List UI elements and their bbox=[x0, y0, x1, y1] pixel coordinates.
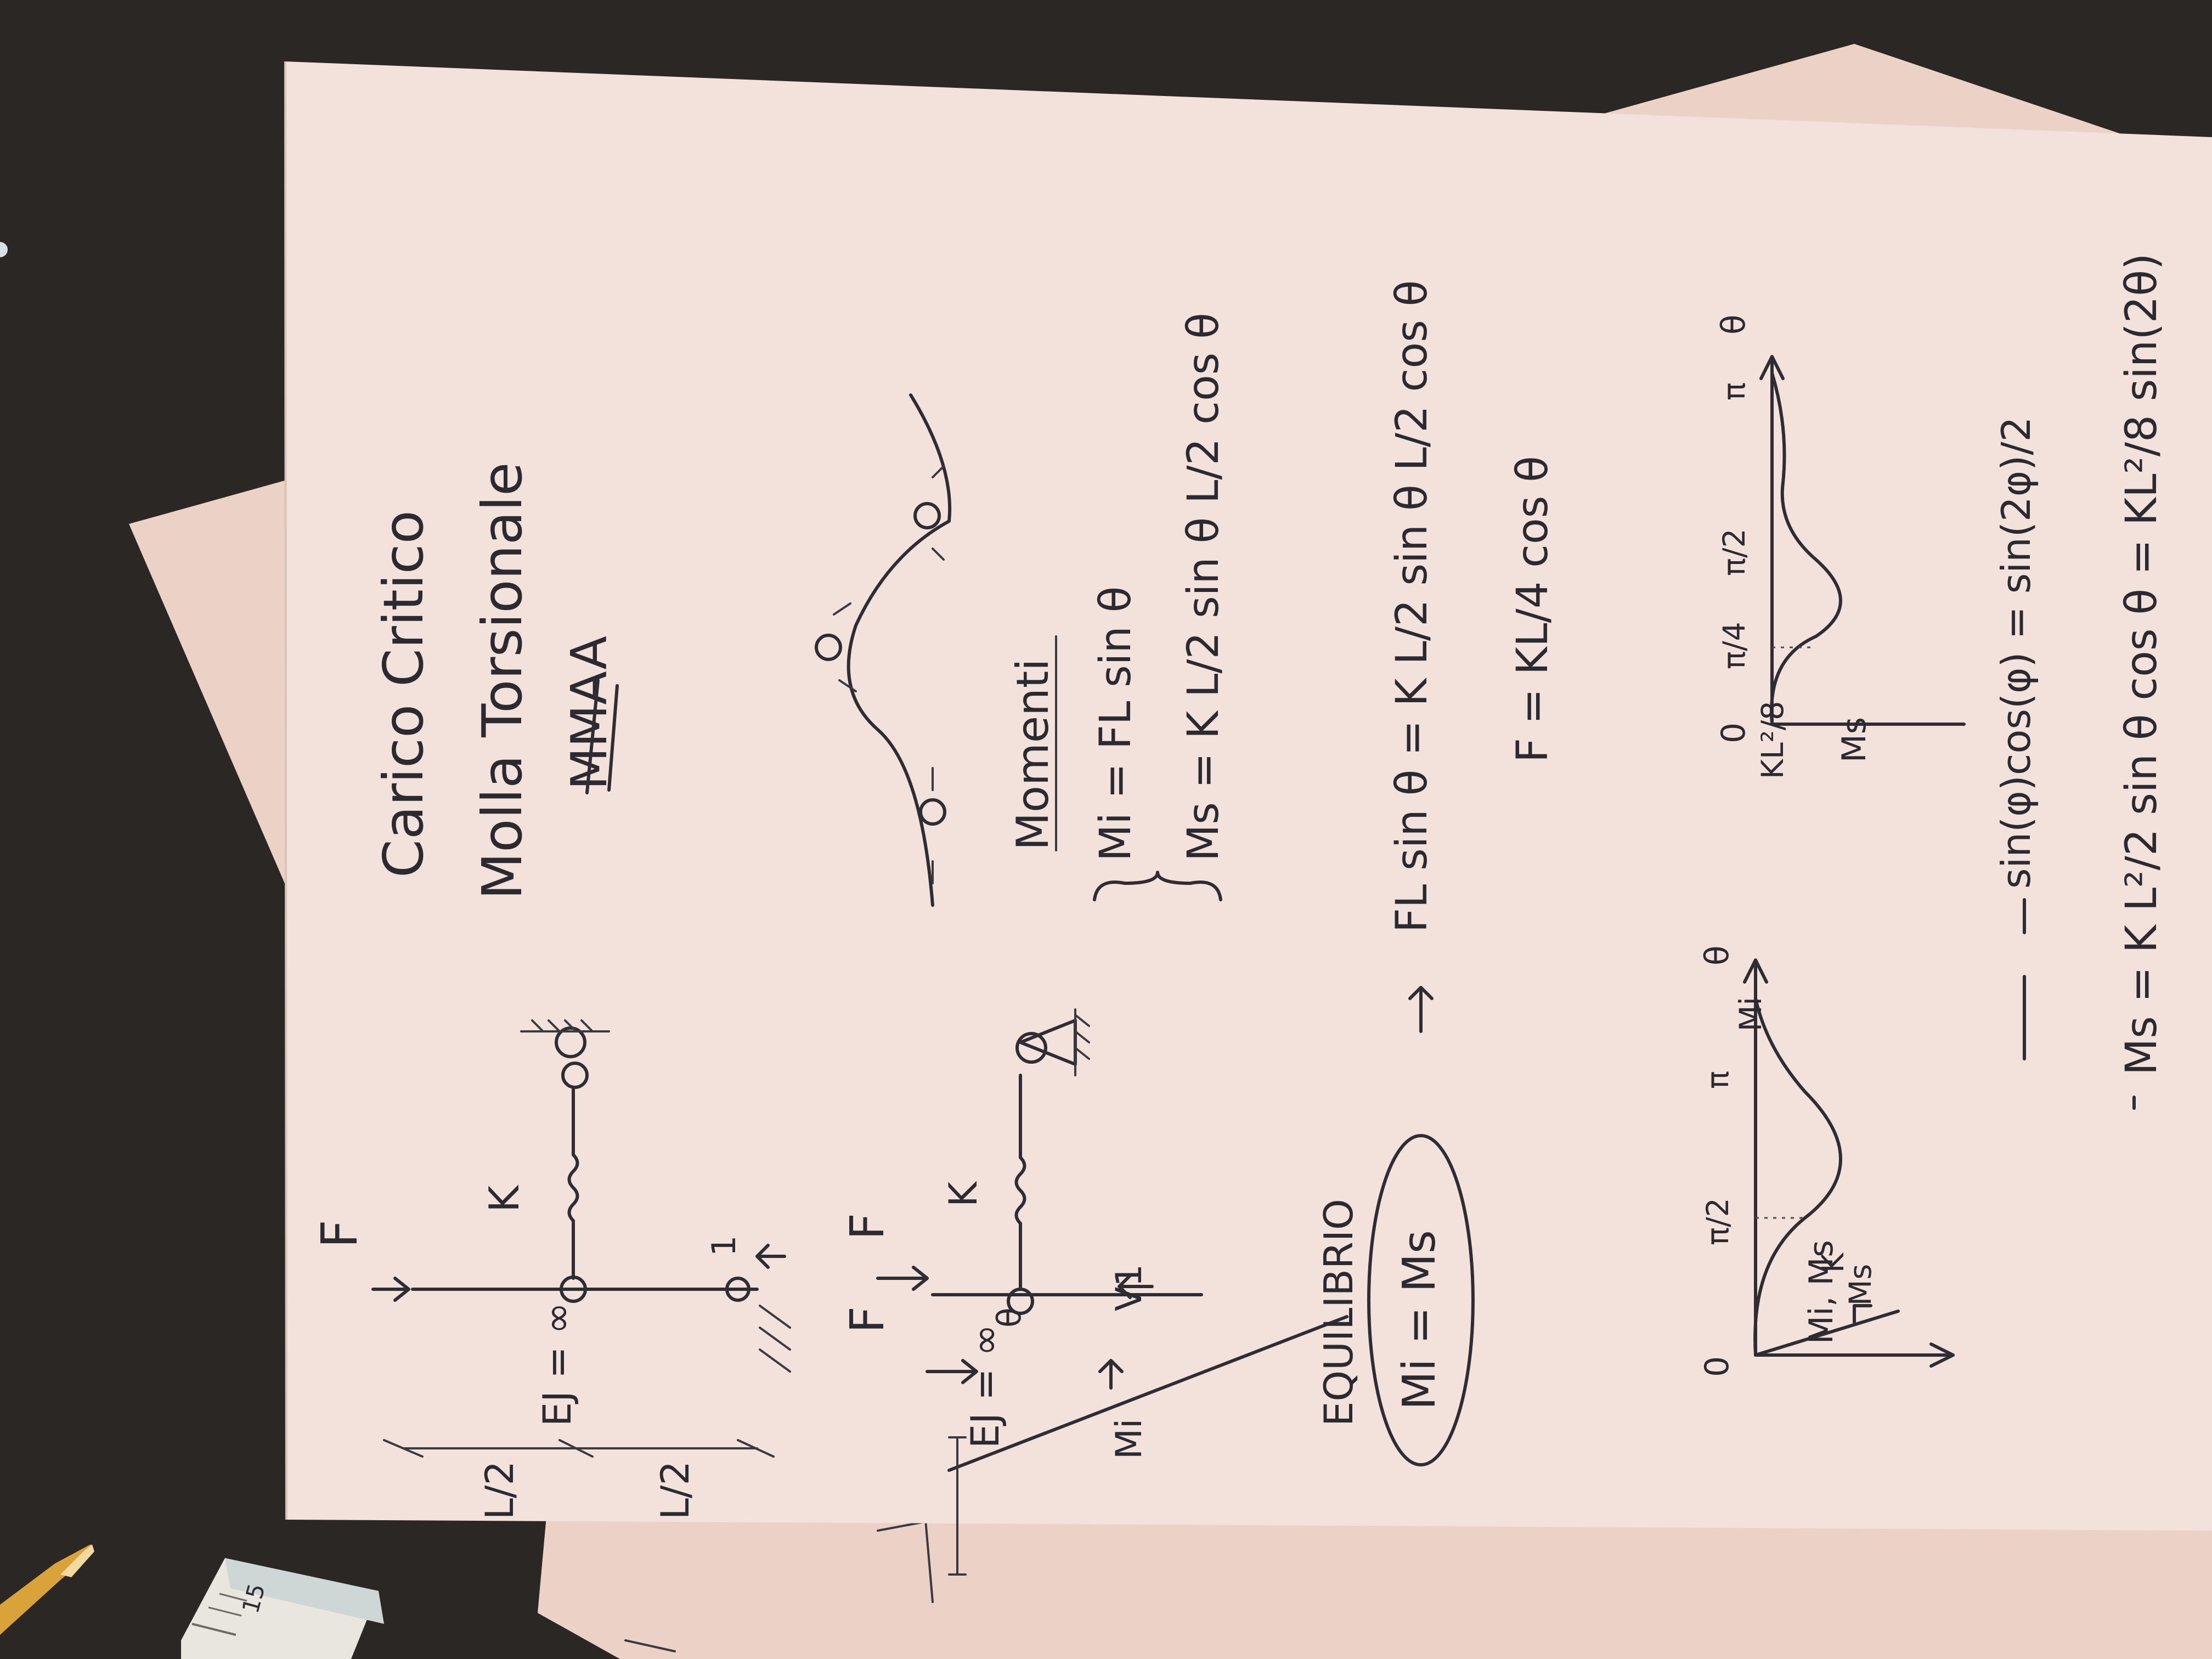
equilibrium-equation: FL sin θ = K L/2 sin θ L/2 cos θ bbox=[1387, 280, 1437, 933]
implies-arrow bbox=[1408, 986, 1434, 1033]
plot-right-x-arrow bbox=[1759, 355, 1785, 380]
paper-sheet-main bbox=[285, 61, 2212, 1531]
plot-left-x-arrow bbox=[1743, 958, 1768, 984]
note-subtitle: Molla Torsionale bbox=[470, 462, 534, 900]
ball-arrows bbox=[833, 465, 945, 884]
beam-deformed bbox=[947, 1315, 1348, 1472]
trig-identity: sin(φ)cos(φ) = sin(2φ)/2 bbox=[1993, 417, 2039, 889]
plot-left-axis-y: Mi, Ms bbox=[1802, 1240, 1841, 1344]
note-title: Carico Critico bbox=[371, 510, 436, 878]
plot-left-pi: π bbox=[1700, 1071, 1735, 1089]
plot-left-mi: Mi bbox=[1733, 997, 1768, 1031]
dimension-ticks-bottom bbox=[948, 1436, 967, 1576]
plot-right-theta: θ bbox=[1714, 314, 1753, 335]
handwritten-notes: Carico Critico Molla Torsionale MMAA F K… bbox=[311, 253, 2166, 1576]
load-label-right: F bbox=[840, 1213, 895, 1240]
ball-1 bbox=[919, 798, 946, 826]
support-circle-top bbox=[555, 1026, 586, 1058]
curve-ms-left bbox=[1753, 997, 1842, 1357]
critical-load: F = KL/4 cos θ bbox=[1508, 456, 1558, 763]
boxed-equation: Mi = Ms bbox=[1393, 1230, 1446, 1410]
load-arrow-right bbox=[876, 1266, 929, 1291]
ground-bottom bbox=[1074, 1008, 1090, 1076]
ej-inf-bottom: EJ = ∞ bbox=[963, 1324, 1008, 1448]
half-length-1: L/2 bbox=[477, 1461, 522, 1520]
ground-top bbox=[520, 1019, 610, 1032]
v-arrow bbox=[1118, 1274, 1154, 1299]
plot-left-theta: θ bbox=[1698, 945, 1736, 966]
support-circle-bottom bbox=[1015, 1032, 1047, 1064]
mi-equation: Mi = FL sin θ bbox=[1091, 586, 1141, 861]
reaction-arrow bbox=[755, 1244, 786, 1269]
spring-top bbox=[567, 1087, 579, 1280]
stiffness-label-top: K bbox=[480, 1184, 528, 1212]
ball-2 bbox=[815, 634, 842, 661]
reaction-1: 1 bbox=[705, 1235, 743, 1256]
load-arrow-left bbox=[926, 1359, 978, 1384]
slope-marker bbox=[1853, 1304, 1872, 1324]
pen bbox=[0, 1544, 94, 1635]
final-result: Ms = K L²/2 sin θ cos θ = KL²/8 sin(2θ) bbox=[2117, 253, 2166, 1075]
load-label-left: F bbox=[840, 1306, 895, 1333]
potential-curve bbox=[847, 393, 952, 907]
plot-right-half-pi: π/2 bbox=[1717, 528, 1752, 576]
angle-theta: θ bbox=[990, 1307, 1029, 1328]
ms-equation: Ms = K L/2 sin θ L/2 cos θ bbox=[1179, 313, 1228, 861]
plot-left-origin: 0 bbox=[1698, 1356, 1736, 1377]
moments-heading: Momenti bbox=[1007, 659, 1058, 850]
plot-right-quarter-pi: π/4 bbox=[1717, 622, 1752, 669]
bead bbox=[0, 242, 8, 257]
moment-arrow bbox=[1098, 1359, 1124, 1390]
moment-label: Mi bbox=[1109, 1419, 1150, 1459]
curve-ms-right bbox=[1770, 371, 1842, 726]
system-brace bbox=[1093, 871, 1222, 901]
ruler: 15 bbox=[181, 1558, 384, 1659]
half-length-2: L/2 bbox=[653, 1461, 698, 1520]
dimension-ticks bbox=[383, 1439, 775, 1458]
plot-right-axis-y: Ms bbox=[1835, 717, 1874, 763]
ej-inf-top: EJ = ∞ bbox=[535, 1302, 580, 1426]
plot-left-ms: Ms bbox=[1843, 1264, 1878, 1306]
ball-3 bbox=[913, 502, 941, 529]
paper-edge bbox=[284, 61, 287, 1520]
plot-left-half-pi: π/2 bbox=[1700, 1198, 1735, 1245]
plot-right-origin: 0 bbox=[1714, 723, 1753, 743]
plot-right-peak: KL²/8 bbox=[1755, 701, 1790, 779]
plot-left-k: K bbox=[1815, 1252, 1850, 1273]
boxed-ellipse bbox=[1367, 1134, 1475, 1466]
load-label-top: F bbox=[311, 1220, 369, 1248]
spring-bottom bbox=[1014, 1074, 1026, 1291]
stiffness-label-bottom: K bbox=[941, 1181, 986, 1207]
equilibrium-heading: EQUILIBRIO bbox=[1316, 1199, 1362, 1426]
plot-right-pi: π bbox=[1717, 382, 1752, 400]
load-arrow-top bbox=[371, 1277, 410, 1302]
hinge-top bbox=[725, 1277, 751, 1302]
strikethrough bbox=[585, 679, 619, 794]
spring-end-top bbox=[561, 1062, 589, 1089]
curve-k-left bbox=[1754, 1310, 1900, 1357]
plot-left-y-arrow bbox=[1929, 1342, 1955, 1368]
hatch-support bbox=[759, 1305, 791, 1373]
